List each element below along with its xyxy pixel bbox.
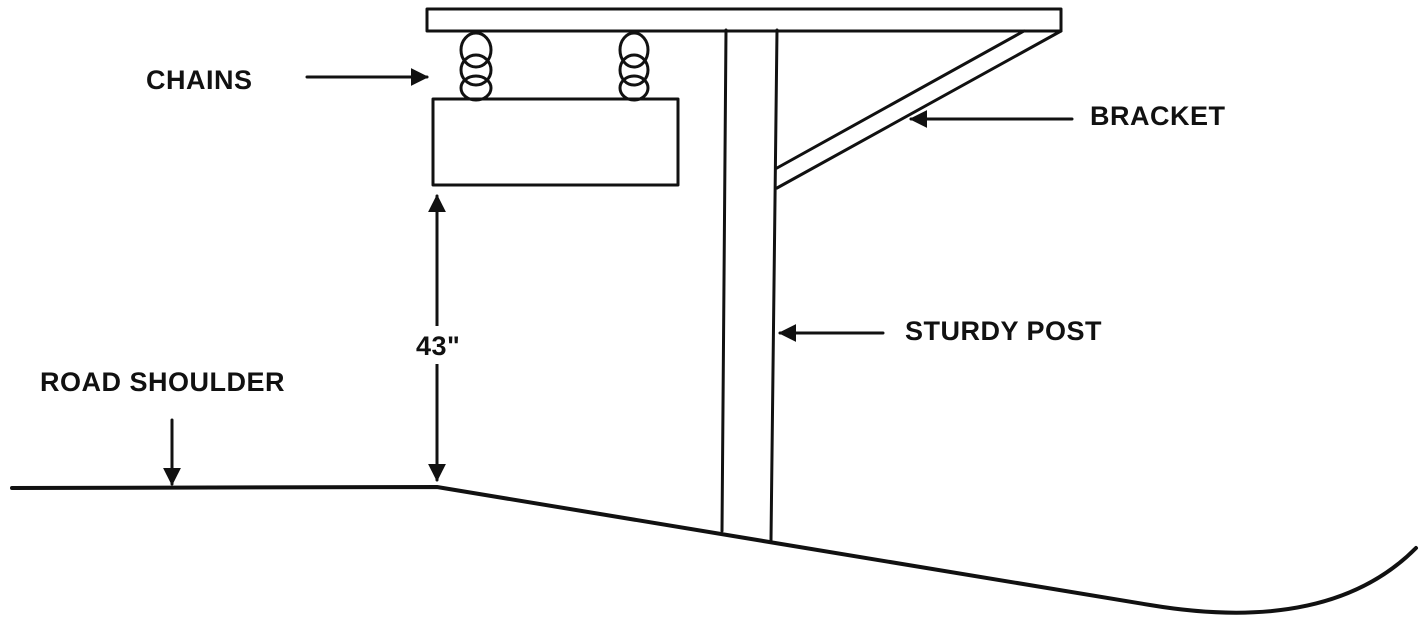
hanging-sign bbox=[431, 97, 680, 187]
bracket-label: BRACKET bbox=[1090, 101, 1226, 131]
ground-line bbox=[10, 485, 1418, 615]
top-board bbox=[425, 7, 1063, 33]
road-shoulder-label: ROAD SHOULDER bbox=[40, 367, 285, 397]
chain-right bbox=[618, 31, 650, 102]
sturdy-post-label: STURDY POST bbox=[905, 316, 1102, 346]
height-label: 43" bbox=[416, 331, 460, 361]
chain-left bbox=[459, 31, 493, 102]
chains-label: CHAINS bbox=[146, 65, 253, 95]
bracket bbox=[775, 29, 1063, 190]
height-label-mask bbox=[414, 326, 474, 364]
sturdy-post bbox=[720, 28, 779, 542]
